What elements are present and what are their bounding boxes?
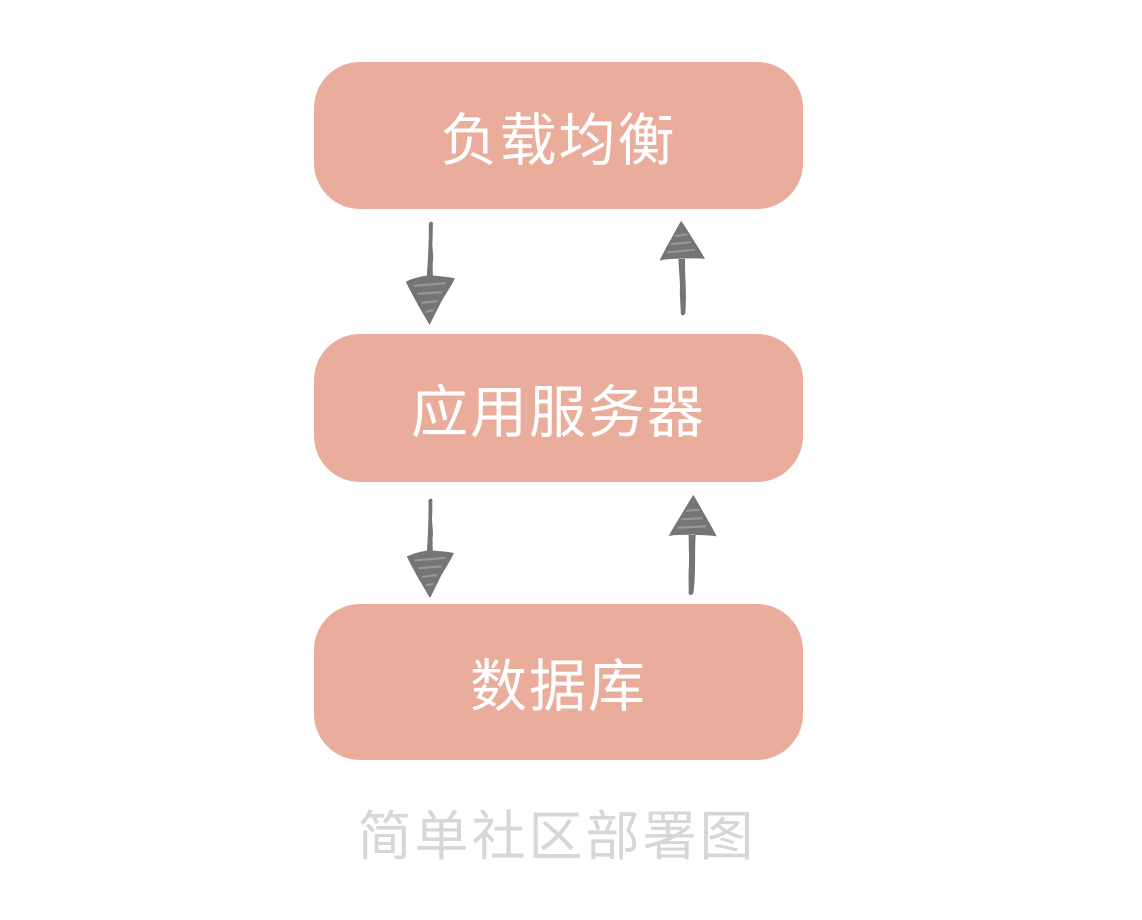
node-load-balancer-label: 负载均衡 — [440, 107, 677, 174]
node-app-server-label: 应用服务器 — [411, 380, 706, 446]
down-arrow-icon — [406, 498, 455, 599]
node-database: 数据库 — [314, 604, 803, 760]
node-app-server: 应用服务器 — [314, 334, 803, 482]
node-database-label: 数据库 — [470, 654, 647, 720]
up-arrow-icon — [668, 495, 717, 595]
down-arrow-icon — [405, 221, 455, 325]
node-load-balancer: 负载均衡 — [314, 62, 803, 209]
up-arrow-icon — [659, 220, 705, 316]
diagram-caption: 简单社区部署图 — [357, 805, 757, 868]
